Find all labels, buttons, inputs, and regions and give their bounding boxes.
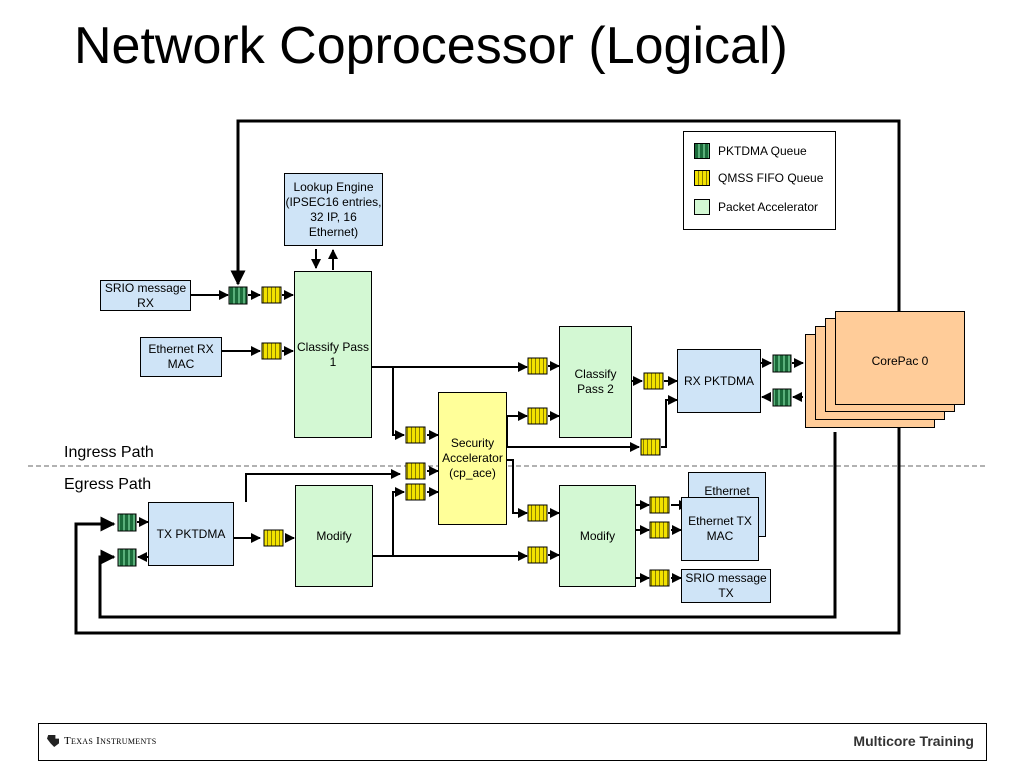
qmss-queue	[405, 462, 426, 480]
tx-pktdma-block: TX PKTDMA	[148, 502, 234, 566]
legend-label-qmss: QMSS FIFO Queue	[718, 171, 824, 185]
qmss-queue	[405, 426, 426, 444]
qmss-queue	[405, 483, 426, 501]
lookup-engine-block: Lookup Engine (IPSEC16 entries, 32 IP, 1…	[284, 173, 383, 246]
qmss-queue	[261, 286, 282, 304]
legend-item-qmss: QMSS FIFO Queue	[694, 170, 823, 186]
pktdma-queue-icon	[694, 143, 710, 159]
ingress-path-label: Ingress Path	[64, 444, 154, 461]
qmss-queue	[527, 357, 548, 375]
pktdma-queue	[228, 286, 248, 305]
modify-block-1: Modify	[295, 485, 373, 587]
egress-path-label: Egress Path	[64, 476, 152, 493]
qmss-queue	[643, 372, 664, 390]
classify-pass1-block: Classify Pass 1	[294, 271, 372, 438]
page-title: Network Coprocessor (Logical)	[74, 17, 788, 75]
qmss-queue	[649, 521, 670, 539]
legend-item-pa: Packet Accelerator	[694, 199, 818, 215]
company-name: Texas Instruments	[64, 735, 157, 747]
srio-rx-block: SRIO message RX	[100, 280, 191, 311]
qmss-queue	[527, 504, 548, 522]
packet-accelerator-swatch	[694, 199, 710, 215]
legend-item-pktdma: PKTDMA Queue	[694, 143, 807, 159]
pktdma-queue	[117, 513, 137, 532]
footer: Texas Instruments Multicore Training	[38, 723, 987, 761]
security-accelerator-block: Security Accelerator (cp_ace)	[438, 392, 507, 525]
tx-outer-loop-line	[74, 402, 901, 635]
qmss-queue	[263, 529, 284, 547]
rx-pktdma-block: RX PKTDMA	[677, 349, 761, 413]
qmss-queue	[649, 496, 670, 514]
corepac-feedback-line	[230, 119, 901, 312]
classify-pass2-block: Classify Pass 2	[559, 326, 632, 438]
legend: PKTDMA Queue QMSS FIFO Queue Packet Acce…	[683, 131, 836, 230]
corepac-block: CorePac 0	[835, 311, 965, 405]
ti-brand: Texas Instruments	[47, 735, 156, 747]
qmss-queue	[261, 342, 282, 360]
qmss-queue	[527, 407, 548, 425]
pktdma-queue	[117, 548, 137, 567]
ti-logo-icon	[47, 735, 59, 747]
legend-label-pktdma: PKTDMA Queue	[718, 144, 807, 158]
ethernet-rx-mac-block: Ethernet RX MAC	[140, 337, 222, 377]
legend-label-pa: Packet Accelerator	[718, 200, 819, 214]
qmss-queue	[640, 438, 661, 456]
corepac-to-tx-line	[98, 432, 837, 619]
qmss-queue	[649, 569, 670, 587]
pktdma-queue	[772, 354, 792, 373]
pktdma-queue	[772, 388, 792, 407]
qmss-queue	[527, 546, 548, 564]
qmss-queue-icon	[694, 170, 710, 186]
srio-tx-block: SRIO message TX	[681, 569, 771, 603]
ethernet-tx-mac-block: Ethernet TX MAC	[681, 497, 759, 561]
modify-block-2: Modify	[559, 485, 636, 587]
footer-brand-text: Multicore Training	[853, 733, 974, 749]
